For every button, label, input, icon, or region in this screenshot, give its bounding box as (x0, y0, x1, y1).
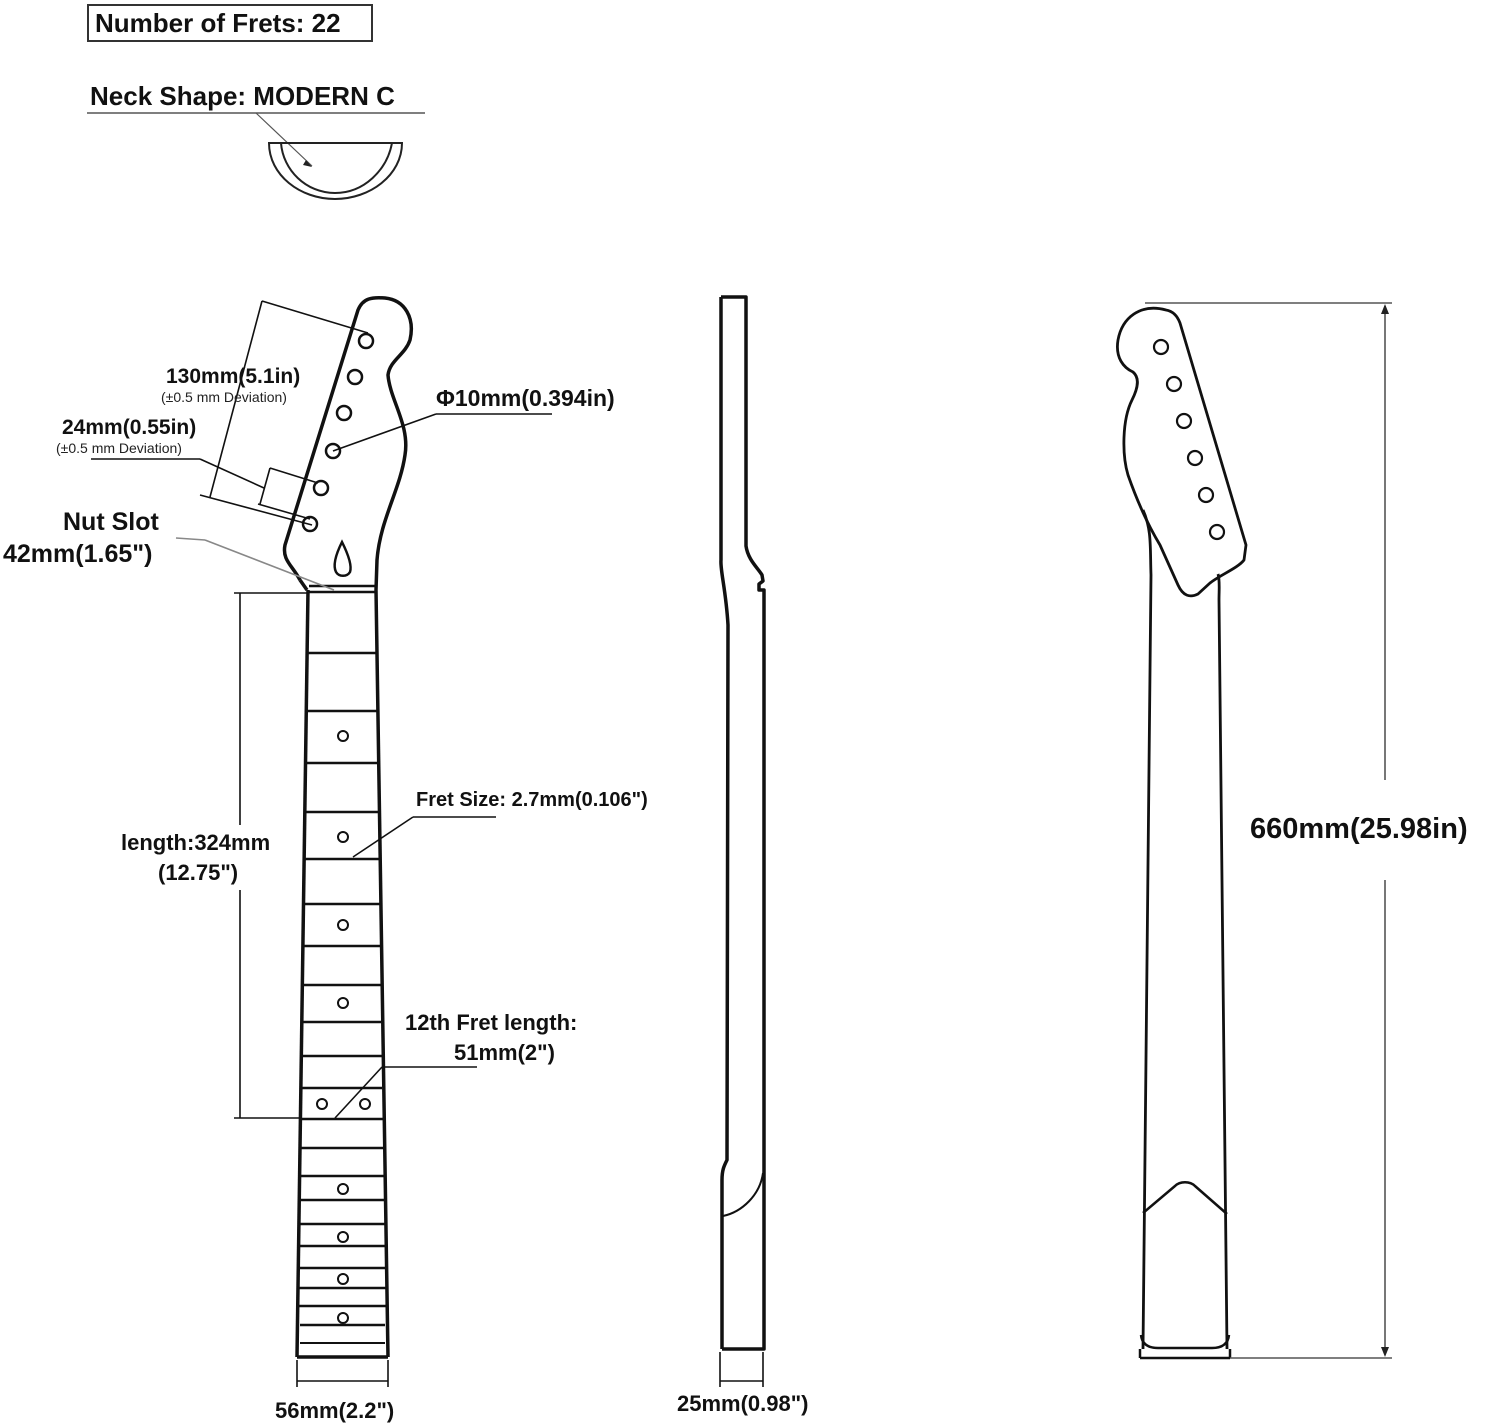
side-profile (719, 295, 766, 1351)
fret-size-label: Fret Size: 2.7mm(0.106") (416, 789, 648, 811)
back-tuner-holes (1152, 338, 1226, 541)
tuner-hole-1 (357, 332, 375, 350)
front-tuner-holes (301, 332, 375, 533)
front-dimension-lines (91, 300, 552, 1387)
side-dimension-lines (719, 1352, 764, 1387)
back-heel (1138, 1181, 1232, 1360)
fretboard-length-inches: (12.75") (158, 860, 239, 885)
tuner-hole-6 (301, 515, 319, 533)
fret-inlays (316, 730, 371, 1324)
nut (309, 584, 376, 594)
heel-width-label: 56mm(2.2") (275, 1398, 395, 1423)
neck-shape-profile (87, 112, 425, 201)
tuner-hole-diameter-label: Φ10mm(0.394in) (436, 385, 615, 411)
twelfth-fret-label: 12th Fret length: (405, 1010, 578, 1035)
overall-length-label: 660mm(25.98in) (1250, 813, 1468, 845)
frets (298, 651, 387, 1344)
headstock-length-label: 130mm(5.1in) (166, 365, 301, 388)
tuner-spacing-label: 24mm(0.55in) (62, 416, 197, 439)
twelfth-fret-width: 51mm(2") (454, 1040, 555, 1065)
nut-slot-title: Nut Slot (63, 508, 159, 536)
back-dimension-lines (1145, 302, 1392, 1359)
tuner-hole-4 (324, 442, 342, 460)
tuner-hole-2 (346, 368, 364, 386)
fretboard (295, 589, 390, 1359)
tuner-spacing-note: (±0.5 mm Deviation) (56, 440, 182, 456)
front-headstock (282, 295, 413, 592)
neck-shape-label: Neck Shape: MODERN C (90, 81, 395, 111)
frets-count-label: Number of Frets: 22 (87, 4, 373, 42)
truss-rod-teardrop (333, 539, 352, 577)
nut-slot-width-label: 42mm(1.65") (3, 540, 153, 568)
tuner-hole-3 (335, 404, 353, 422)
heel-thickness-label: 25mm(0.98") (677, 1391, 809, 1416)
back-headstock (1116, 307, 1248, 1350)
headstock-length-note: (±0.5 mm Deviation) (161, 389, 287, 405)
fretboard-length-label: length:324mm (121, 830, 271, 855)
tuner-hole-5 (312, 479, 330, 497)
